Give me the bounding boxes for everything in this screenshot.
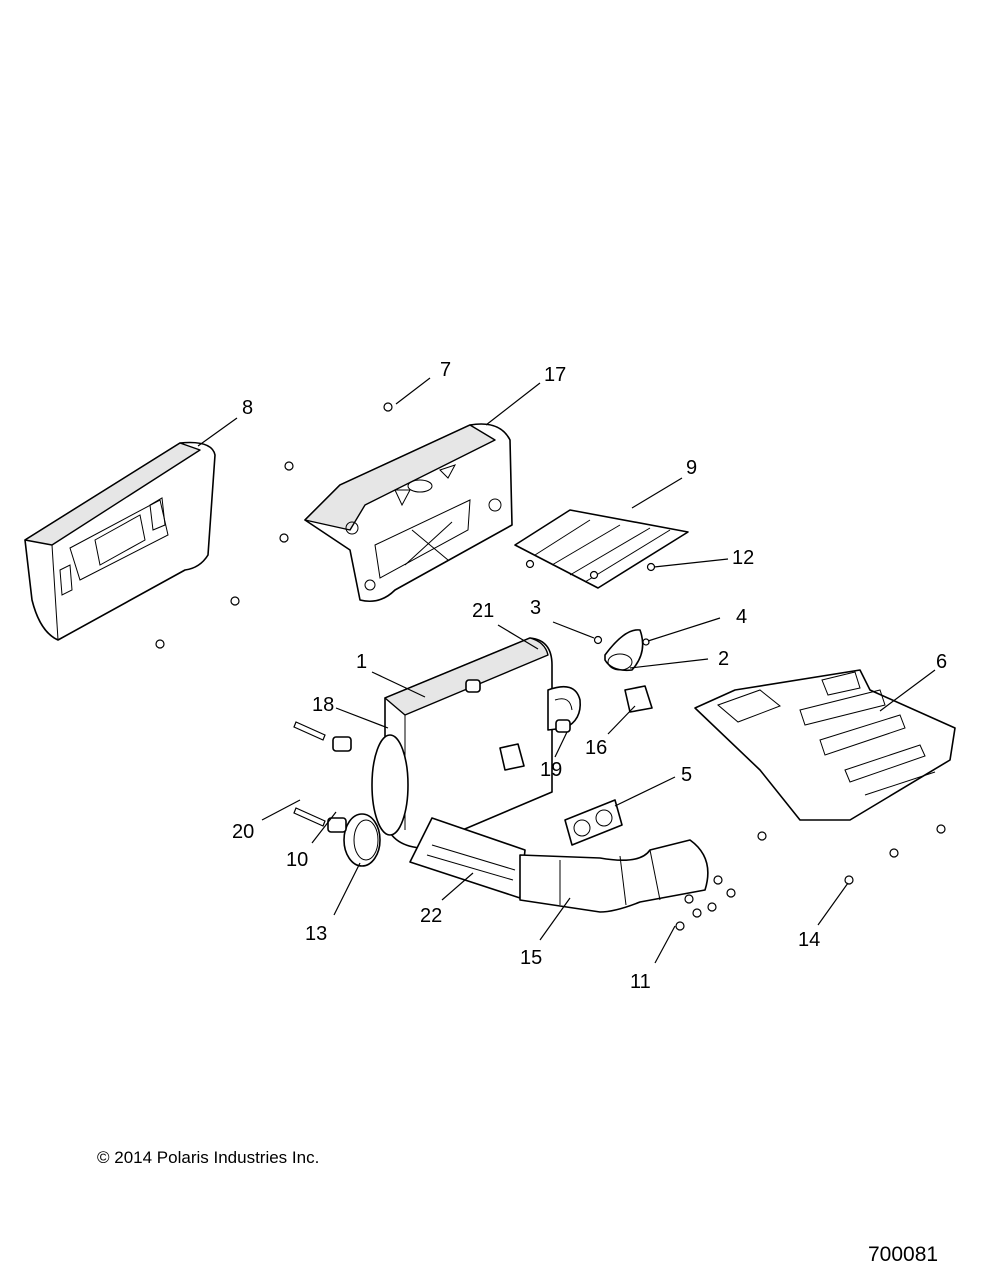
callout-5: 5 — [681, 764, 692, 786]
callout-14: 14 — [798, 929, 820, 951]
callout-3: 3 — [530, 597, 541, 619]
callout-12: 12 — [732, 547, 754, 569]
copyright-notice: © 2014 Polaris Industries Inc. — [97, 1148, 320, 1167]
part-13-ring — [343, 813, 381, 867]
callout-6: 6 — [936, 651, 947, 673]
part-19-spring — [465, 679, 571, 733]
part-9-heat-shield — [514, 509, 689, 589]
callout-7: 7 — [440, 359, 451, 381]
callout-4: 4 — [736, 606, 747, 628]
part-15-head-pipe — [519, 839, 709, 913]
part-16-isolator — [499, 685, 653, 771]
leader-lines — [197, 377, 936, 964]
callout-13: 13 — [305, 923, 327, 945]
callout-labels: 8 7 17 9 12 3 4 2 21 1 6 18 16 19 5 20 1… — [232, 359, 947, 993]
part-20-bolt — [293, 721, 326, 827]
callout-18: 18 — [312, 694, 334, 716]
part-1-muffler — [371, 637, 582, 849]
drawing-number: 700081 — [868, 1243, 939, 1266]
part-17-heat-shield — [304, 423, 513, 603]
part-8-heat-shield — [24, 441, 216, 641]
fasteners — [155, 402, 946, 931]
callout-17: 17 — [544, 364, 566, 386]
callout-19: 19 — [540, 759, 562, 781]
part-6-heat-shield — [694, 669, 956, 821]
callout-15: 15 — [520, 947, 542, 969]
callout-16: 16 — [585, 737, 607, 759]
callout-8: 8 — [242, 397, 253, 419]
callout-20: 20 — [232, 821, 254, 843]
callout-9: 9 — [686, 457, 697, 479]
part-22-head-pipe — [409, 817, 526, 899]
callout-21: 21 — [472, 600, 494, 622]
part-10-spring — [327, 736, 352, 833]
part-5-gasket — [564, 799, 623, 846]
part-2-outlet-cap — [604, 629, 644, 672]
callout-11: 11 — [630, 971, 651, 993]
callout-22: 22 — [420, 905, 442, 927]
callout-2: 2 — [718, 648, 729, 670]
callout-10: 10 — [286, 849, 308, 871]
callout-1: 1 — [356, 651, 367, 673]
